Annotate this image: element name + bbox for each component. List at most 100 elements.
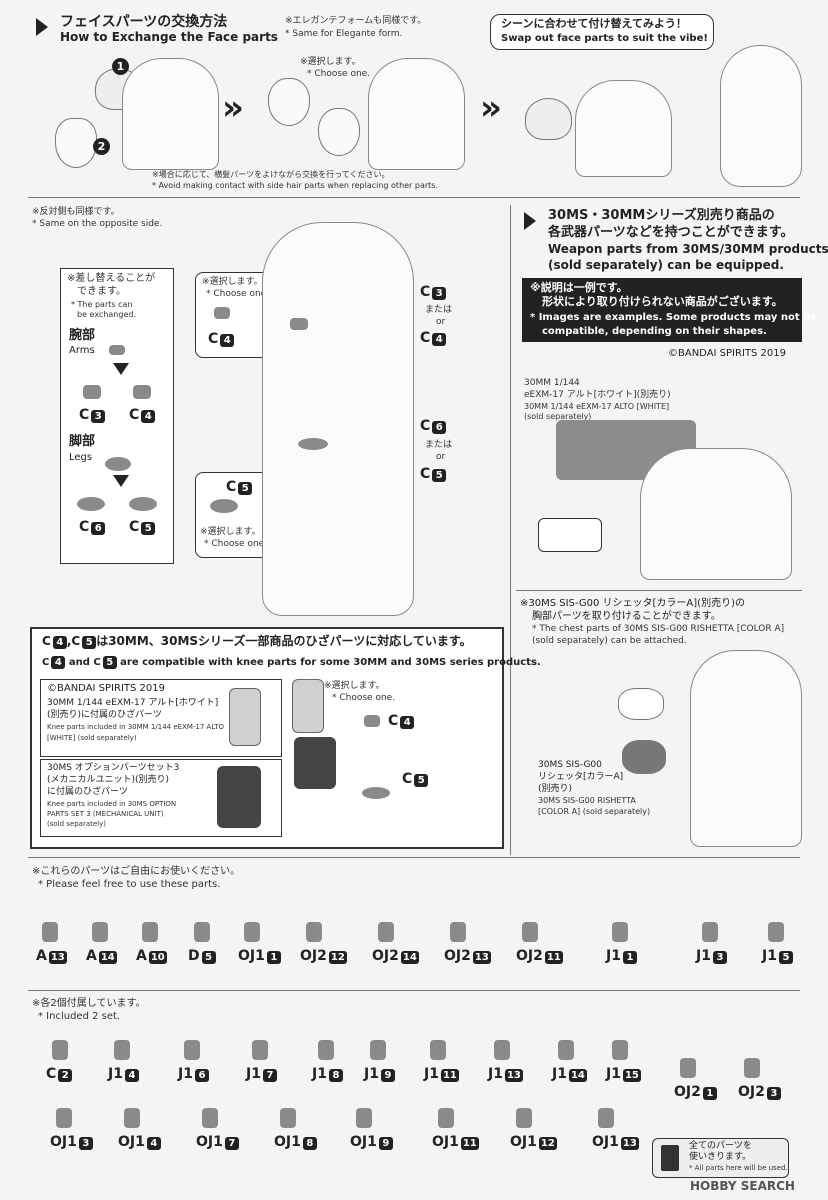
example-notice-bar: ※説明は一例です。 形状により取り付けられない商品がございます。 * Image… bbox=[522, 278, 817, 342]
included-title-jp: ※各2個付属しています。 bbox=[32, 998, 146, 1009]
weapons-title-en-1: Weapon parts from 30MS/30MM products bbox=[548, 242, 828, 256]
figure-head-illustration-2 bbox=[368, 58, 465, 170]
leg-joint-part bbox=[105, 457, 131, 471]
part-c3 bbox=[83, 385, 101, 399]
included-part-illustration bbox=[430, 1040, 446, 1060]
part-c5 bbox=[210, 499, 238, 513]
weapon-product-4: (sold separately) bbox=[524, 412, 592, 421]
copyright-knee: ©BANDAI SPIRITS 2019 bbox=[47, 683, 165, 694]
included-part-illustration bbox=[680, 1058, 696, 1078]
alto-en-1: Knee parts included in 30MM 1/144 eEXM-1… bbox=[47, 723, 225, 731]
elegante-note-jp: ※エレガンテフォームも同様です。 bbox=[285, 16, 427, 26]
choose-jp: ※選択します。 bbox=[202, 277, 263, 287]
chevron-right-icon: » bbox=[480, 88, 502, 128]
part-number: 5 bbox=[778, 951, 793, 964]
part-letter: J1 bbox=[246, 1066, 261, 1082]
part-c5 bbox=[129, 497, 157, 511]
choose-en: * Choose one. bbox=[206, 289, 270, 299]
included-part-illustration bbox=[252, 1040, 268, 1060]
exchange-box: ※差し替えることが できます。 * The parts can be excha… bbox=[60, 268, 174, 564]
or-en: or bbox=[436, 452, 446, 462]
chest-label-2: リシェッタ[カラーA] bbox=[538, 772, 624, 782]
choose-jp: ※選択します。 bbox=[324, 681, 385, 691]
divider bbox=[28, 990, 800, 991]
included-part-illustration bbox=[370, 1040, 386, 1060]
alto-jp-1: 30MM 1/144 eEXM-17 アルト[ホワイト] bbox=[47, 698, 219, 708]
example-jp-2: 形状により取り付けられない商品がございます。 bbox=[542, 295, 783, 308]
chest-title-en-2: (sold separately) can be attached. bbox=[532, 636, 687, 646]
divider bbox=[28, 197, 800, 198]
part-c6 bbox=[77, 497, 105, 511]
part-number: 3 bbox=[766, 1087, 781, 1100]
bubble-text-en: Swap out face parts to suit the vibe! bbox=[501, 33, 708, 44]
hair-part-illustration bbox=[525, 98, 572, 140]
knee-part-light-illustration bbox=[292, 679, 324, 733]
chest-title-jp-2: 胸部パーツを取り付けることができます。 bbox=[532, 611, 721, 622]
or-jp: または bbox=[425, 305, 453, 315]
part-letter: J1 bbox=[762, 948, 777, 964]
weapon-product-3: 30MM 1/144 eEXM-17 ALTO [WHITE] bbox=[524, 402, 670, 411]
included-part-illustration bbox=[438, 1108, 454, 1128]
part-c6 bbox=[298, 438, 328, 450]
option-jp-1: 30MS オプションパーツセット3 bbox=[47, 763, 180, 773]
part-letter: J1 bbox=[488, 1066, 503, 1082]
elegante-note-en: * Same for Elegante form. bbox=[285, 29, 403, 39]
leftover-en: * All parts here will be used. bbox=[689, 1164, 788, 1172]
part-c3 bbox=[214, 307, 230, 319]
part-number: 11 bbox=[544, 951, 563, 964]
divider bbox=[28, 857, 800, 858]
part-letter: J1 bbox=[178, 1066, 193, 1082]
choose-en: * Choose one. bbox=[204, 539, 268, 549]
part-letter: J1 bbox=[424, 1066, 439, 1082]
part-number: 3 bbox=[78, 1137, 93, 1150]
chest-part-light-illustration bbox=[618, 688, 664, 720]
part-number: 3 bbox=[712, 951, 727, 964]
avoid-note-jp: ※場合に応じて、横髪パーツをよけながら交換を行ってください。 bbox=[152, 170, 390, 179]
part-letter: J1 bbox=[108, 1066, 123, 1082]
part-c3 bbox=[290, 318, 308, 330]
part-number: 2 bbox=[58, 1069, 73, 1082]
chest-label-4: 30MS SIS-G00 RISHETTA bbox=[538, 796, 636, 805]
legs-label-jp: 脚部 bbox=[69, 434, 96, 449]
included-part-illustration bbox=[558, 1040, 574, 1060]
leftover-jp-1: 全てのパーツを bbox=[689, 1141, 752, 1151]
part-number: 4 bbox=[146, 1137, 161, 1150]
legs-label-en: Legs bbox=[69, 452, 93, 463]
section-marker-icon bbox=[524, 212, 536, 230]
included-part-illustration bbox=[516, 1108, 532, 1128]
part-number: 12 bbox=[328, 951, 347, 964]
free-part-illustration bbox=[244, 922, 260, 942]
chest-title-jp-1: ※30MS SIS-G00 リシェッタ[カラーA](別売り)の bbox=[520, 598, 745, 609]
replace-note-en-1: * The parts can bbox=[71, 300, 133, 309]
part-number: 5 bbox=[201, 951, 216, 964]
figure-head-illustration-1 bbox=[122, 58, 219, 170]
free-part-illustration bbox=[306, 922, 322, 942]
example-en-1: * Images are examples. Some products may… bbox=[530, 312, 818, 323]
part-letter: A bbox=[86, 948, 97, 964]
part-letter: OJ1 bbox=[50, 1134, 77, 1150]
divider bbox=[510, 205, 511, 855]
weapons-title-en-2: (sold separately) can be equipped. bbox=[548, 258, 784, 272]
option-jp-2: (メカニカルユニット)(別売り) bbox=[47, 775, 170, 785]
section-marker-icon bbox=[36, 18, 48, 36]
weapon-product-2: eEXM-17 アルト[ホワイト](別売り) bbox=[524, 390, 671, 400]
included-part-illustration bbox=[356, 1108, 372, 1128]
part-number: 7 bbox=[262, 1069, 277, 1082]
opposite-note-en: * Same on the opposite side. bbox=[32, 219, 163, 229]
choose-en: * Choose one. bbox=[332, 693, 396, 703]
free-part-illustration bbox=[522, 922, 538, 942]
part-letter: C bbox=[46, 1066, 57, 1082]
part-number: 13 bbox=[620, 1137, 639, 1150]
